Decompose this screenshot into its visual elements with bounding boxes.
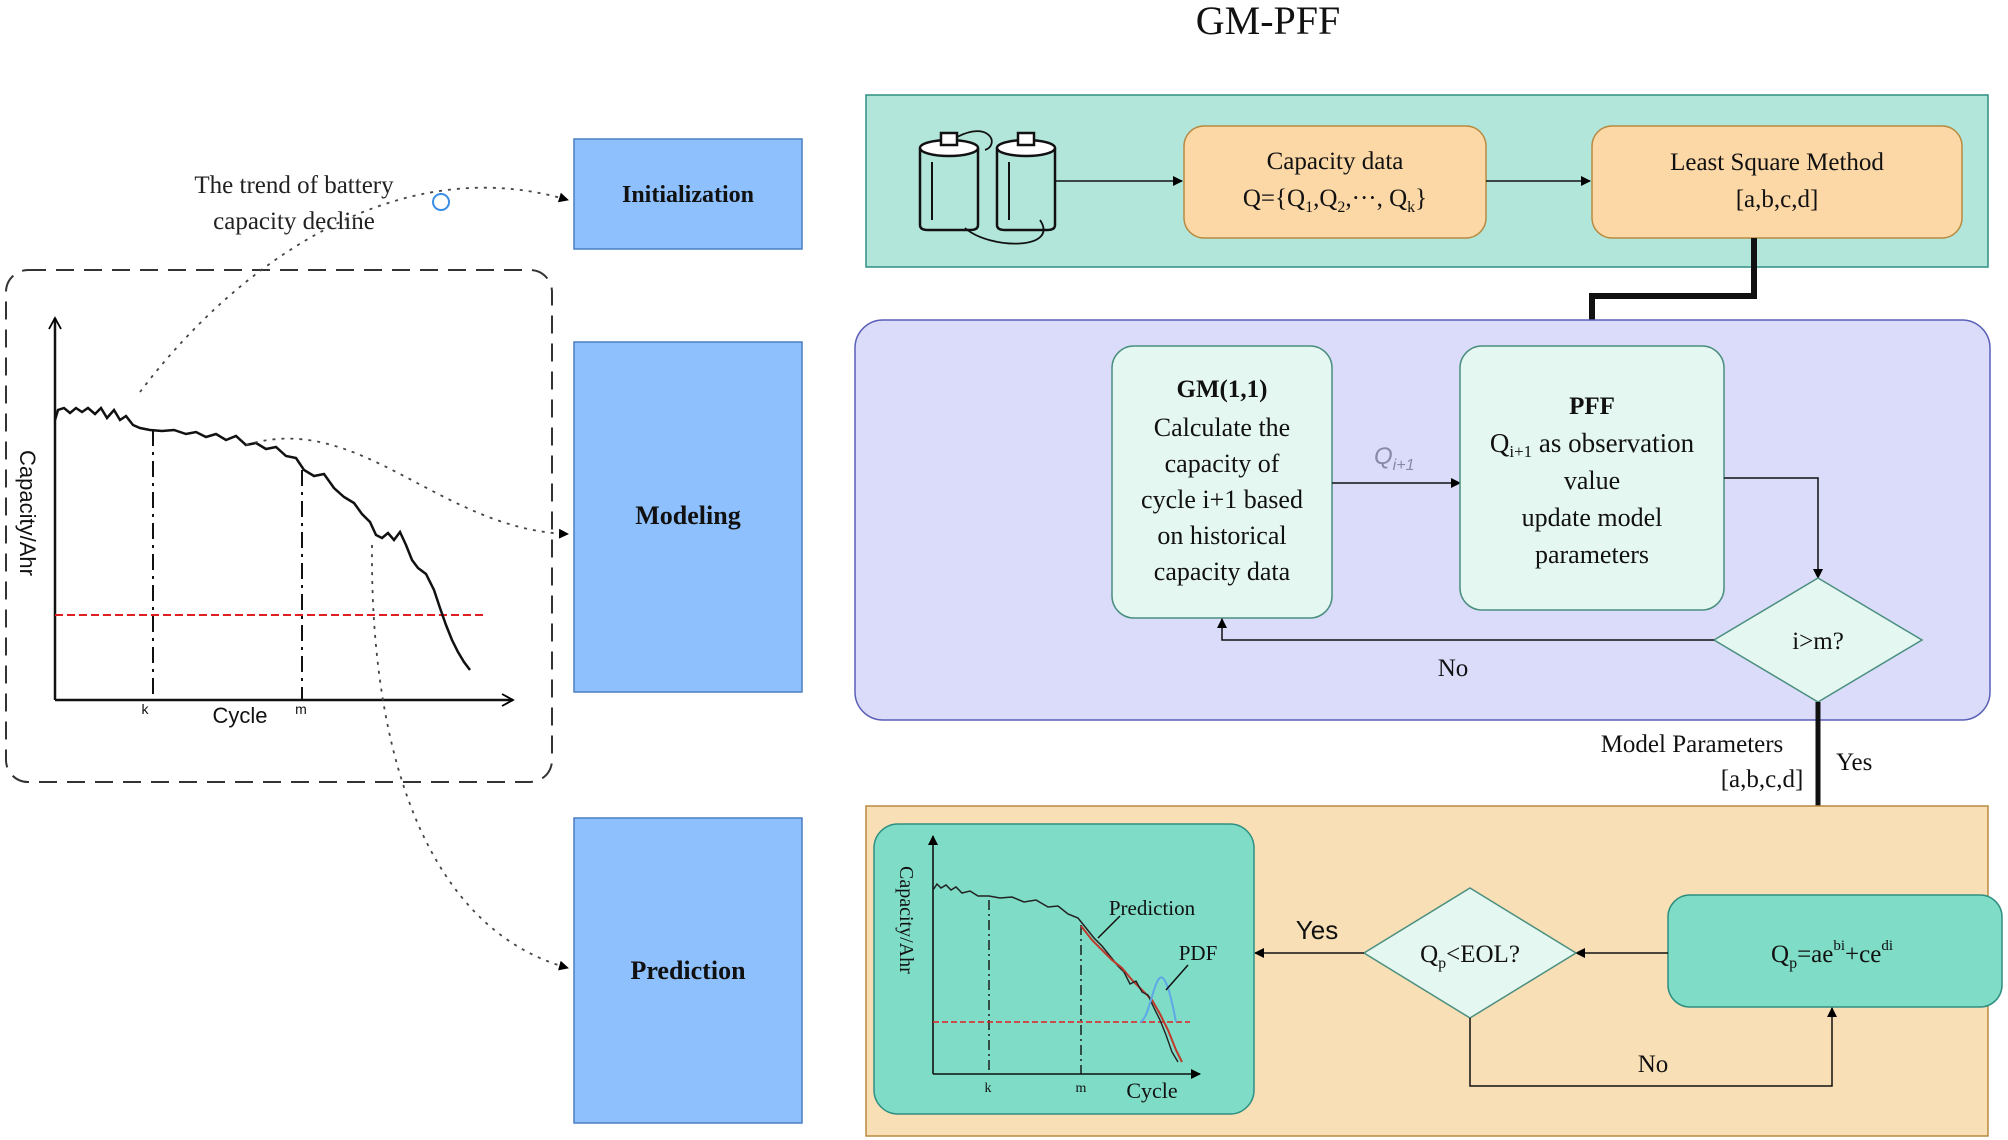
least-square-title: Least Square Method xyxy=(1670,149,1884,176)
pff-description: value update model parameters xyxy=(1522,466,1663,569)
model-params-line2: [a,b,c,d] xyxy=(1721,766,1804,793)
prediction-pointer xyxy=(1097,915,1121,939)
capacity-data-box: Capacity data Q={Q1,Q2,···, Qk} xyxy=(1183,125,1487,239)
formula-text: Qp=aebi+cedi xyxy=(1771,938,1893,972)
decision-eol-label: Qp<EOL? xyxy=(1420,941,1520,972)
stage-initialization: Initialization xyxy=(573,138,803,250)
connector-trend-to-initialization xyxy=(139,186,569,393)
gm-description-line-5: capacity data xyxy=(1154,557,1291,586)
left-chart-m-label: m xyxy=(295,701,307,717)
yes-label-modeling: Yes xyxy=(1836,749,1872,776)
capacity-data-set: Q={Q1,Q2,···, Qk} xyxy=(1243,185,1427,216)
mini-chart-prediction-curve xyxy=(1080,925,1183,1063)
anchor-circle-icon xyxy=(432,193,450,211)
left-chart-capacity-curve xyxy=(53,405,471,671)
connector-chart-to-prediction xyxy=(371,544,569,971)
diagram-title: GM-PFF xyxy=(1196,0,1341,43)
stage-initialization-label: Initialization xyxy=(622,182,754,208)
mini-chart-k-label: k xyxy=(985,1081,992,1096)
pdf-curve xyxy=(1139,976,1177,1023)
left-chart-k-label: k xyxy=(142,701,150,717)
mini-chart-box: Capacity/Ahr Cycle k m Prediction PDF xyxy=(873,823,1255,1115)
mini-chart-m-label: m xyxy=(1076,1081,1087,1096)
model-params-line1: Model Parameters xyxy=(1601,731,1784,758)
modeling-panel: GM(1,1) Calculate the capacity of cycle i+… xyxy=(854,319,1991,721)
pff-title: PFF xyxy=(1569,393,1615,420)
mini-chart-pdf-label: PDF xyxy=(1179,941,1218,965)
capacity-data-title: Capacity data xyxy=(1267,148,1404,175)
gm-description-line-1: Calculate the xyxy=(1154,413,1290,442)
trend-label-line2: capacity decline xyxy=(213,208,375,235)
gm-description: Calculate the capacity of cycle i+1 based o… xyxy=(1141,413,1303,586)
gm-description-line-4: on historical xyxy=(1157,521,1286,550)
pff-box: PFF Qi+1 as observation value update mode… xyxy=(1459,345,1725,611)
pdf-pointer xyxy=(1165,964,1189,991)
decision-i-gt-m-label: i>m? xyxy=(1792,628,1844,655)
mini-chart-xlabel: Cycle xyxy=(1126,1078,1177,1103)
left-chart-xlabel: Cycle xyxy=(212,703,267,728)
stage-prediction: Prediction xyxy=(573,817,803,1124)
gm-box: GM(1,1) Calculate the capacity of cycle i+… xyxy=(1111,345,1333,619)
arrow-decision-no-to-gm xyxy=(1217,618,1714,641)
prediction-panel: Qp=aebi+cedi Qp<EOL? Yes No Capacity/Ahr… xyxy=(865,805,2003,1137)
gm-description-line-3: cycle i+1 based xyxy=(1141,485,1303,514)
left-chart-ylabel: Capacity/Ahr xyxy=(15,450,40,576)
gm-description-line-2: capacity of xyxy=(1165,449,1280,478)
least-square-box: Least Square Method [a,b,c,d] xyxy=(1591,125,1963,239)
stage-prediction-label: Prediction xyxy=(630,956,746,985)
connector-chart-to-modeling xyxy=(245,437,569,539)
left-chart-panel: Capacity/Ahr Cycle k m xyxy=(5,186,569,971)
q-next-label: Qi+1 xyxy=(1374,443,1414,474)
initialization-panel: Capacity data Q={Q1,Q2,···, Qk} Least Sq… xyxy=(865,94,1989,268)
mini-chart-ylabel: Capacity/Ahr xyxy=(895,866,917,974)
arrow-eol-no-to-formula xyxy=(1469,1007,1837,1087)
decision-eol: Qp<EOL? xyxy=(1362,887,1578,1019)
stage-modeling: Modeling xyxy=(573,341,803,693)
formula-box: Qp=aebi+cedi xyxy=(1667,894,2003,1008)
pff-line1: Qi+1 as observation xyxy=(1490,428,1695,461)
gm-title: GM(1,1) xyxy=(1177,376,1268,403)
modeling-no-label: No xyxy=(1438,655,1469,682)
least-square-params: [a,b,c,d] xyxy=(1736,186,1819,213)
trend-label-line1: The trend of battery xyxy=(194,172,394,199)
mini-chart-capacity-curve xyxy=(932,882,1125,973)
pff-description-line-2: update model xyxy=(1522,503,1663,532)
stage-modeling-label: Modeling xyxy=(635,501,740,530)
mini-chart-prediction-label: Prediction xyxy=(1109,896,1196,920)
pff-description-line-1: value xyxy=(1564,466,1620,495)
prediction-no-label: No xyxy=(1638,1051,1669,1078)
arrow-pff-to-decision xyxy=(1724,477,1823,579)
pff-description-line-3: parameters xyxy=(1535,540,1649,569)
prediction-yes-label: Yes xyxy=(1296,915,1338,945)
battery-icon xyxy=(918,130,1057,245)
